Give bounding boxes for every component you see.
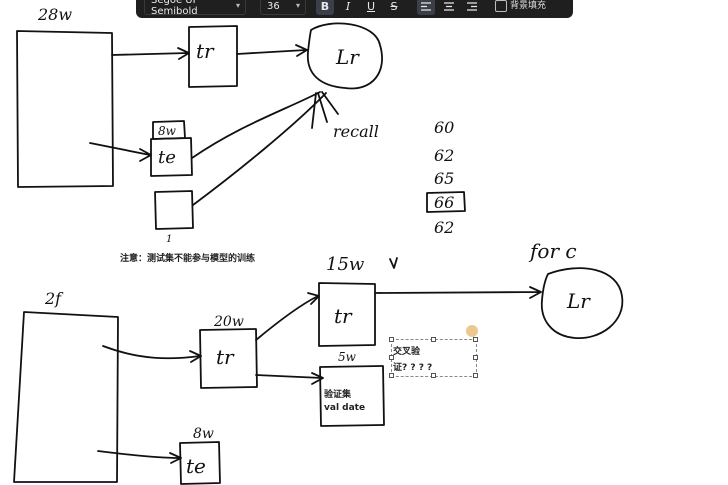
bold-icon: B xyxy=(320,0,330,13)
bottom-tr2-label: tr xyxy=(334,304,353,328)
font-family-value: Segoe UI Semibold xyxy=(151,0,198,17)
bottom-dataset-box xyxy=(13,311,119,483)
bottom-te-label: te xyxy=(186,454,206,478)
top-lr-label: Lr xyxy=(335,45,360,69)
top-tr-label: tr xyxy=(196,39,215,63)
bottom-lr-label: Lr xyxy=(566,289,591,313)
score-4: 66 xyxy=(434,193,454,212)
bottom-15w-label: 15w xyxy=(326,254,365,275)
bottom-tr2-box xyxy=(318,282,376,347)
font-size-select[interactable]: 36 ▾ xyxy=(260,0,306,15)
score-highlight-box xyxy=(426,191,466,213)
15w-down-arrow xyxy=(389,257,398,269)
recall-label: recall xyxy=(333,122,379,141)
rotate-handle[interactable] xyxy=(466,325,478,337)
font-family-select[interactable]: Segoe UI Semibold ▾ xyxy=(144,0,246,17)
resize-handle-bottom-mid[interactable] xyxy=(431,373,436,378)
resize-handle-bottom-right[interactable] xyxy=(473,373,478,378)
top-8w-label: 8w xyxy=(158,124,177,138)
underline-button[interactable]: U xyxy=(362,0,380,15)
italic-button[interactable]: I xyxy=(339,0,357,15)
arrow-to-top-tr xyxy=(111,47,190,60)
italic-icon: I xyxy=(345,0,351,13)
top-total-label: 28w xyxy=(37,5,72,24)
for-c-label: for c xyxy=(528,239,577,263)
align-center-icon xyxy=(444,1,454,11)
val-set-subtitle: val date xyxy=(324,403,366,413)
resize-handle-top-mid[interactable] xyxy=(431,337,436,342)
top-te-label: te xyxy=(158,147,176,168)
score-5: 62 xyxy=(434,218,454,237)
align-center-button[interactable] xyxy=(440,0,458,15)
bottom-te-box xyxy=(179,441,221,485)
arrow-to-bottom-lr xyxy=(374,286,542,299)
resize-handle-top-left[interactable] xyxy=(389,337,394,342)
chevron-down-icon: ▾ xyxy=(235,1,240,10)
bold-button[interactable]: B xyxy=(316,0,334,15)
bottom-20w-label: 20w xyxy=(213,314,244,330)
resize-handle-mid-right[interactable] xyxy=(473,355,478,360)
score-list: 60 62 65 66 62 xyxy=(426,118,466,237)
top-small-box xyxy=(154,190,194,230)
top-dataset-box xyxy=(16,30,114,188)
arrow-to-val-box xyxy=(255,372,324,385)
align-right-icon xyxy=(467,1,477,11)
resize-handle-mid-left[interactable] xyxy=(389,355,394,360)
align-left-icon xyxy=(421,1,431,11)
arrow-to-top-lr xyxy=(236,44,308,57)
font-size-value: 36 xyxy=(267,0,280,12)
background-fill-checkbox[interactable] xyxy=(495,0,507,12)
text-box-line-1[interactable]: 交叉验 xyxy=(393,347,421,357)
underline-icon: U xyxy=(366,0,376,13)
resize-handle-top-right[interactable] xyxy=(473,337,478,342)
bottom-5w-label: 5w xyxy=(338,350,357,364)
arrow-to-top-te xyxy=(89,142,152,162)
bottom-tr-label: tr xyxy=(216,345,235,369)
test-set-note: 注意：测试集不能参与模型的训练 xyxy=(120,254,256,264)
align-left-button[interactable] xyxy=(417,0,435,15)
recall-arrows xyxy=(311,91,339,129)
background-fill-label: 背景填充 xyxy=(510,1,547,11)
chevron-down-icon: ▾ xyxy=(295,1,300,10)
val-box xyxy=(319,365,385,427)
bottom-8w-label: 8w xyxy=(193,426,214,442)
arrow-to-bottom-te xyxy=(97,450,182,464)
top-te-box xyxy=(150,137,193,177)
top-one-label: 1 xyxy=(166,234,172,245)
bottom-total-label: 2f xyxy=(44,289,64,308)
score-1: 60 xyxy=(434,118,454,137)
small-to-lr-line xyxy=(192,92,327,206)
top-tr-box xyxy=(188,25,238,88)
bottom-lr-circle xyxy=(541,267,624,339)
strikethrough-icon: S xyxy=(390,0,398,13)
bottom-tr-box xyxy=(199,328,258,389)
val-set-title: 验证集 xyxy=(324,390,352,400)
te-to-lr-line xyxy=(191,91,321,159)
top-lr-circle xyxy=(307,22,383,90)
strikethrough-button[interactable]: S xyxy=(385,0,403,15)
align-right-button[interactable] xyxy=(463,0,481,15)
arrow-to-15w-tr xyxy=(255,292,320,341)
text-box-line-2[interactable]: 证? ? ? ? xyxy=(393,363,433,373)
score-2: 62 xyxy=(434,146,454,165)
resize-handle-bottom-left[interactable] xyxy=(389,373,394,378)
score-3: 65 xyxy=(434,169,454,188)
text-format-toolbar: Segoe UI Semibold ▾ 36 ▾ B I U S 背景填充 xyxy=(136,0,573,18)
